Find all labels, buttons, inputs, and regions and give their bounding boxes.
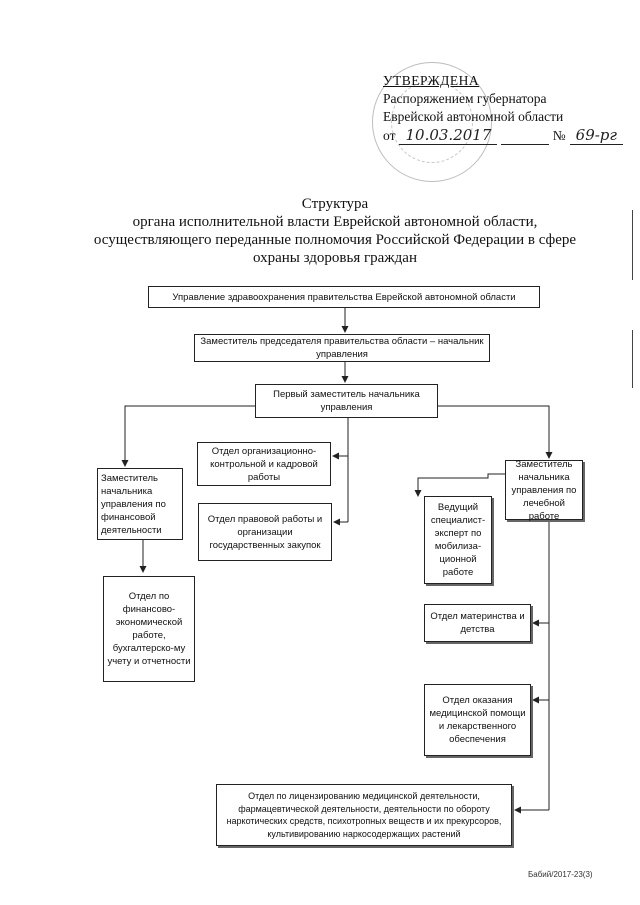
title-line-3: осуществляющего переданные полномочия Ро… — [93, 232, 577, 248]
approval-block: УТВЕРЖДЕНА Распоряжением губернатора Евр… — [383, 72, 623, 145]
connector-medical-specialist — [414, 473, 505, 497]
connector-first-medical — [438, 405, 553, 459]
box-dept-finance: Отдел по финансово-экономической работе,… — [103, 576, 195, 682]
number-prefix: № — [552, 128, 566, 143]
handwritten-number: 69-рг — [569, 126, 623, 145]
connector-first-finance — [121, 405, 255, 467]
scan-edge-mark-1 — [632, 210, 633, 280]
official-stamp — [372, 62, 492, 182]
box-first-deputy: Первый заместитель начальника управления — [255, 384, 438, 418]
approval-line-1: Распоряжением губернатора — [383, 91, 547, 106]
title-line-1: Структура — [301, 196, 369, 212]
box-deputy-finance: Заместитель начальника управления по фин… — [97, 468, 183, 540]
box-dept-org-control: Отдел организационно-контрольной и кадро… — [197, 442, 331, 486]
title-line-4: охраны здоровья граждан — [253, 250, 417, 266]
box-lead-specialist: Ведущий специалист-эксперт по мобилиза-ц… — [424, 496, 492, 584]
box-deputy-medical: Заместитель начальника управления по леч… — [505, 459, 583, 522]
box-deputy-chairman: Заместитель председателя правительства о… — [194, 334, 490, 362]
box-head-department: Управление здравоохранения правительства… — [148, 286, 540, 308]
handwritten-date: 10.03.2017 — [399, 126, 498, 145]
box-dept-medical-aid: Отдел оказания медицинской помощи и лека… — [424, 684, 531, 756]
date-underline — [501, 143, 549, 145]
approval-line-2: Еврейской автономной области — [383, 109, 564, 124]
approval-date-line: от 10.03.2017 № 69-рг — [383, 126, 623, 145]
document-code: Бабий/2017-23(3) — [528, 870, 593, 879]
title-line-2: органа исполнительной власти Еврейской а… — [132, 214, 538, 230]
approval-title: УТВЕРЖДЕНА — [383, 73, 480, 88]
box-dept-legal: Отдел правовой работы и организации госу… — [198, 503, 332, 561]
document-title: Структура органа исполнительной власти Е… — [70, 195, 600, 267]
box-dept-licensing: Отдел по лицензированию медицинской деят… — [216, 784, 512, 846]
date-prefix: от — [383, 128, 396, 143]
scan-edge-mark-2 — [632, 330, 633, 388]
box-dept-maternity: Отдел материнства и детства — [424, 604, 531, 642]
